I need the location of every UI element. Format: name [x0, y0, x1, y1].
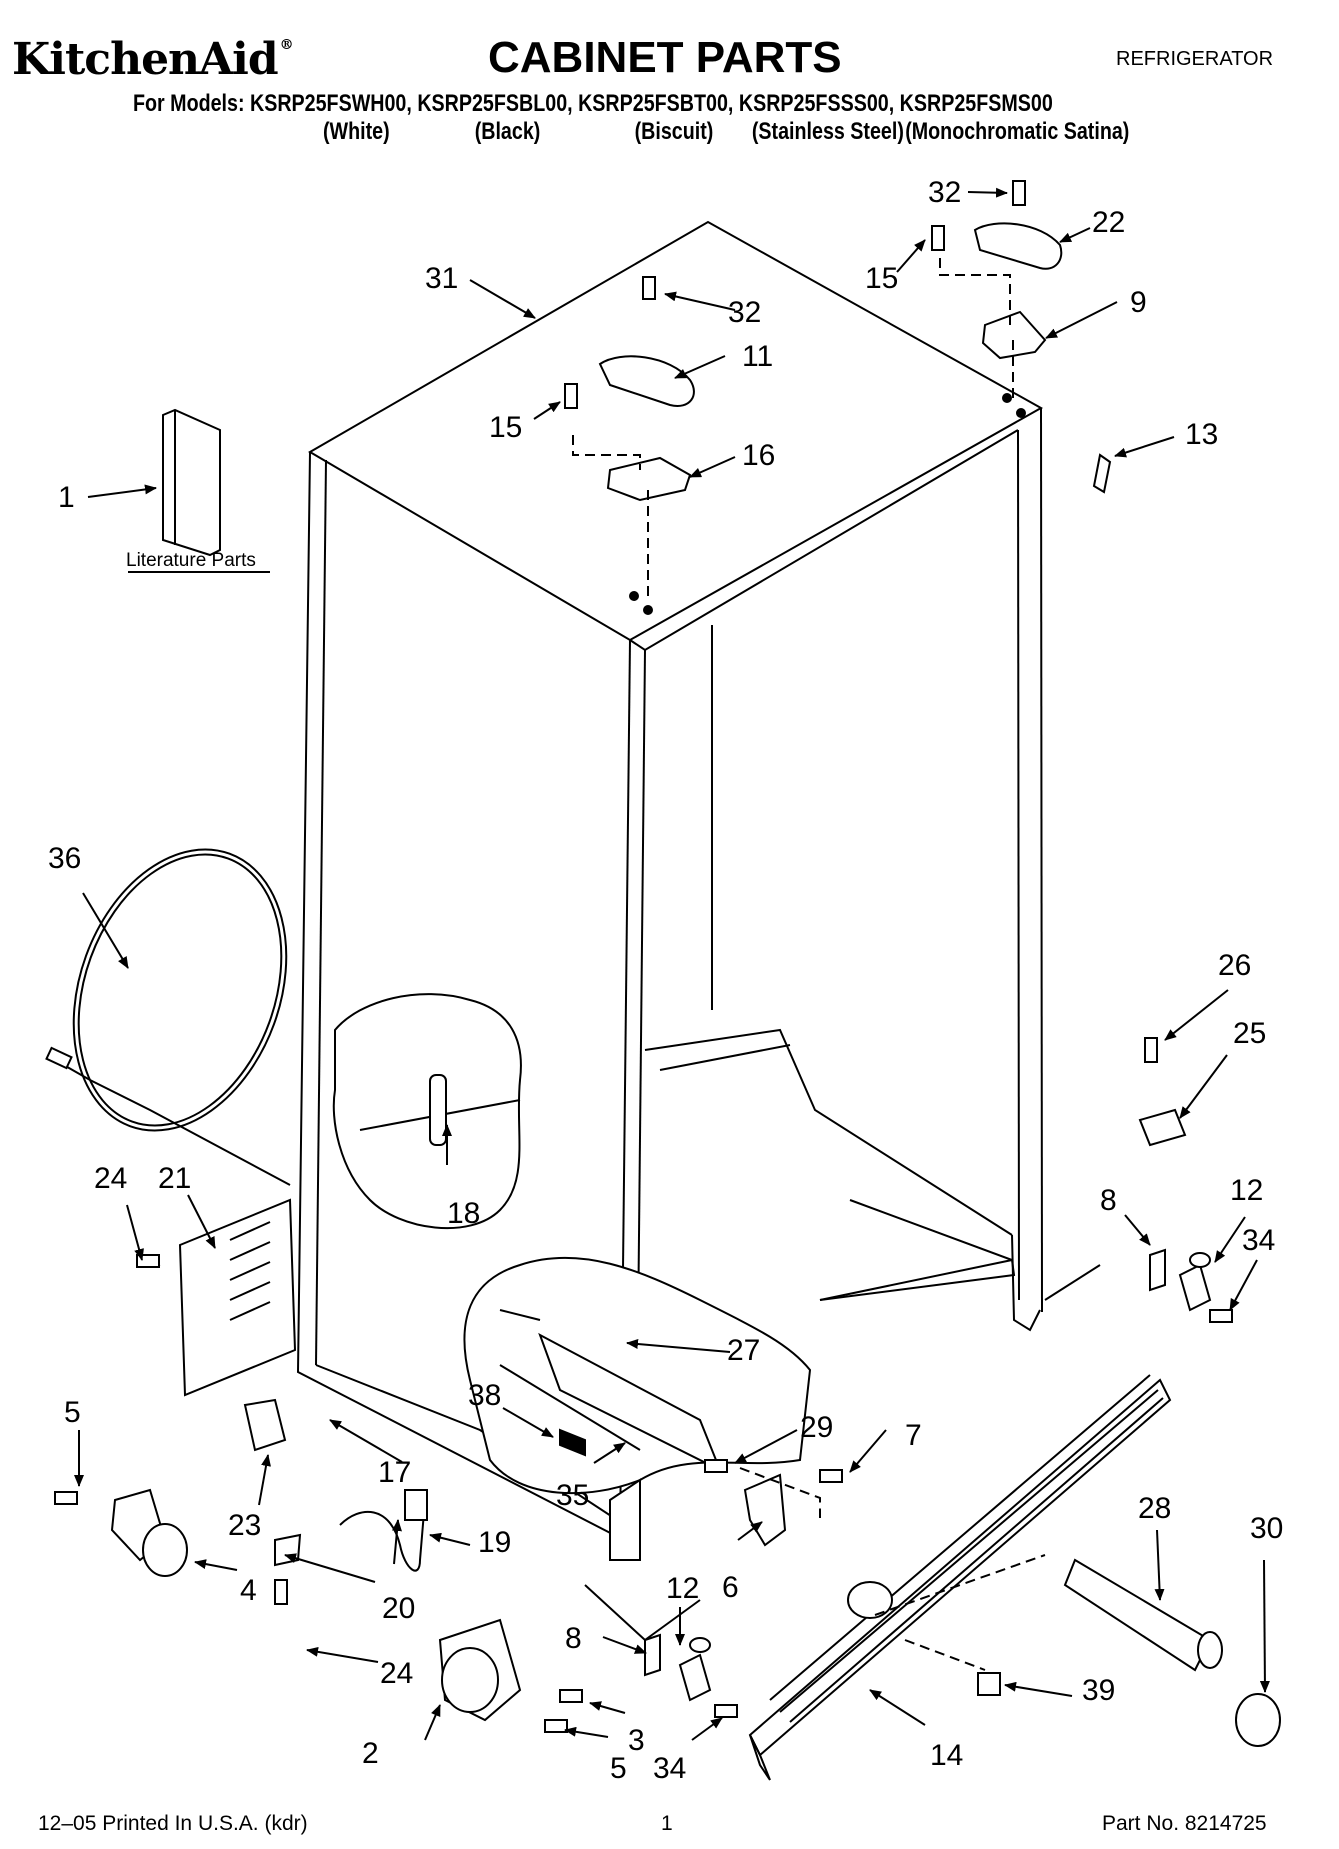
roller-assembly-4: [110, 1488, 188, 1577]
brand-logo: KitchenAid®: [12, 37, 294, 82]
callout-1: 1: [58, 481, 75, 514]
callout-35: 35: [556, 1479, 589, 1512]
callout-38: 38: [468, 1379, 501, 1412]
callout-8b: 8: [565, 1622, 582, 1655]
callout-5a: 5: [64, 1396, 81, 1429]
callout-5b: 5: [610, 1752, 627, 1785]
bracket-6: [743, 1473, 787, 1547]
callout-7: 7: [905, 1419, 922, 1452]
callout-2: 2: [362, 1737, 379, 1770]
water-filter: [1063, 1558, 1223, 1672]
bracket-8-lower: [644, 1633, 661, 1677]
lower-link: [584, 1584, 701, 1642]
roller-assembly-2: [438, 1618, 522, 1722]
variant-satina: (Monochromatic Satina): [905, 118, 1130, 145]
part-number: Part No. 8214725: [1102, 1812, 1267, 1835]
callout-34b: 34: [653, 1752, 686, 1785]
water-line-coil: [45, 848, 291, 1186]
top-hinge-cover-11: [598, 355, 695, 407]
page-number: 1: [661, 1812, 673, 1835]
callout-27: 27: [727, 1334, 760, 1367]
callout-13: 13: [1185, 418, 1218, 451]
page-title: CABINET PARTS: [488, 33, 842, 82]
callout-20: 20: [382, 1592, 415, 1625]
top-hinge-22: [973, 222, 1063, 270]
print-info: 12–05 Printed In U.S.A. (kdr): [38, 1812, 308, 1835]
bracket-12-lower: [678, 1637, 712, 1702]
callout-11: 11: [742, 340, 773, 373]
hinge-bracket-9: [981, 310, 1047, 360]
cabinet-connector-line: [1044, 1264, 1101, 1301]
bracket-25: [1138, 1108, 1187, 1147]
callout-8a: 8: [1100, 1184, 1117, 1217]
callout-21: 21: [158, 1162, 191, 1195]
callout-15a: 15: [865, 262, 898, 295]
callout-6: 6: [722, 1571, 739, 1604]
callout-18: 18: [447, 1197, 480, 1230]
filter-bypass-39: [977, 1672, 1001, 1696]
callout-25: 25: [1233, 1017, 1266, 1050]
hinge-bracket-16: [606, 456, 692, 502]
callout-28: 28: [1138, 1492, 1171, 1525]
registered-mark: ®: [279, 37, 294, 53]
cabinet-body: [296, 220, 1044, 1539]
callout-16: 16: [742, 439, 775, 472]
clip-20: [274, 1533, 302, 1567]
bracket-23: [243, 1398, 287, 1452]
variant-black: (Black): [474, 118, 541, 145]
callout-24a: 24: [94, 1162, 127, 1195]
callout-39: 39: [1082, 1674, 1115, 1707]
callout-24b: 24: [380, 1657, 413, 1690]
callout-12b: 12: [666, 1572, 699, 1605]
callout-19: 19: [478, 1526, 511, 1559]
callout-31: 31: [425, 262, 458, 295]
bracket-12-upper: [1178, 1252, 1212, 1312]
leader-arrows: [74, 187, 1270, 1741]
base-grille: [748, 1374, 1172, 1781]
callout-3: 3: [628, 1724, 645, 1757]
tube-19: [339, 1489, 428, 1572]
assembly-dashes: [572, 258, 1046, 1671]
callout-15b: 15: [489, 411, 522, 444]
model-list: For Models: KSRP25FSWH00, KSRP25FSBL00, …: [133, 90, 1053, 117]
screws: [54, 180, 1233, 1733]
literature-caption: Literature Parts: [126, 550, 256, 571]
callout-36: 36: [48, 842, 81, 875]
callout-12a: 12: [1230, 1174, 1263, 1207]
variant-biscuit: (Biscuit): [634, 118, 714, 145]
callout-17: 17: [378, 1456, 411, 1489]
callout-14: 14: [930, 1739, 963, 1772]
callout-22: 22: [1092, 206, 1125, 239]
callout-labels: 1 2 3 4 5 5 6 7 8 8 9 11 12 12 13 14 15 …: [48, 176, 1283, 1785]
brand-name: KitchenAid: [12, 34, 279, 85]
callout-29: 29: [800, 1411, 833, 1444]
callout-30: 30: [1250, 1512, 1283, 1545]
literature-book: [162, 408, 221, 557]
variant-stainless: (Stainless Steel): [751, 118, 904, 145]
rear-cutaway: [332, 993, 522, 1230]
variant-white: (White): [323, 118, 390, 145]
bracket-8-upper: [1149, 1248, 1166, 1292]
callout-23: 23: [228, 1509, 261, 1542]
filter-cap: [1235, 1693, 1281, 1747]
callout-4: 4: [240, 1574, 257, 1607]
callout-9: 9: [1130, 286, 1147, 319]
callout-32a: 32: [928, 176, 961, 209]
callout-34a: 34: [1242, 1224, 1275, 1257]
callout-26: 26: [1218, 949, 1251, 982]
callout-32b: 32: [728, 296, 761, 329]
rear-access-panel: [139, 1198, 297, 1397]
appliance-category: REFRIGERATOR: [1116, 48, 1274, 70]
